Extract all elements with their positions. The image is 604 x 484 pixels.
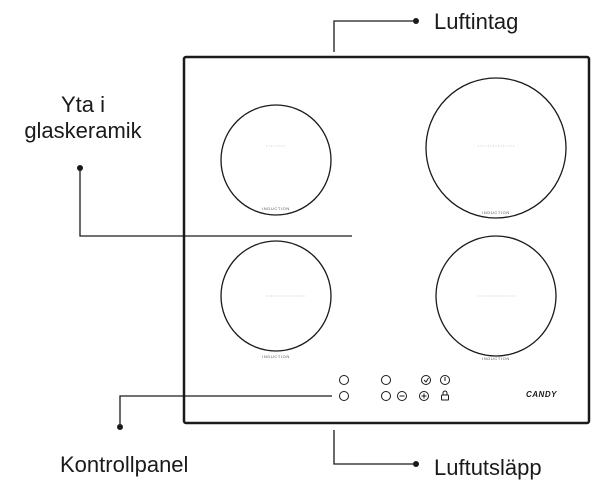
zone-rear-left: INDUCTION <box>220 104 332 216</box>
zone-front-left: INDUCTION <box>220 240 332 359</box>
label-glass-surface: Yta i glaskeramik <box>0 92 166 144</box>
lock-icon <box>441 390 449 401</box>
cooktop-frame <box>182 55 591 425</box>
leader-dots <box>77 18 419 467</box>
leader-air-intake <box>333 20 414 52</box>
zone-select-button <box>339 391 349 401</box>
control-panel <box>339 375 450 401</box>
plus-icon <box>419 391 429 401</box>
leader-air-exhaust <box>333 430 414 465</box>
zone-select-button <box>381 391 391 401</box>
zone-label: INDUCTION <box>482 356 510 361</box>
brand-logo: CANDY <box>526 390 557 399</box>
timer-icon <box>421 375 431 385</box>
label-air-exhaust: Luftutsläpp <box>434 455 542 480</box>
zone-label: INDUCTION <box>482 210 510 215</box>
zone-front-right: INDUCTION <box>435 235 557 361</box>
leader-control-panel <box>119 395 332 425</box>
zone-label: INDUCTION <box>262 354 290 359</box>
leader-glass-surface <box>79 170 352 237</box>
power-icon <box>440 375 450 385</box>
label-control-panel: Kontrollpanel <box>60 452 189 477</box>
label-air-intake: Luftintag <box>434 9 519 34</box>
leader-lines <box>79 20 414 465</box>
minus-icon <box>397 391 407 401</box>
zone-rear-right: INDUCTION <box>425 77 567 219</box>
label-glass-surface-line2: glaskeramik <box>24 118 142 143</box>
label-glass-surface-line1: Yta i <box>60 92 106 117</box>
zone-select-button <box>339 375 349 385</box>
zone-select-button <box>381 375 391 385</box>
zone-label: INDUCTION <box>262 206 290 211</box>
